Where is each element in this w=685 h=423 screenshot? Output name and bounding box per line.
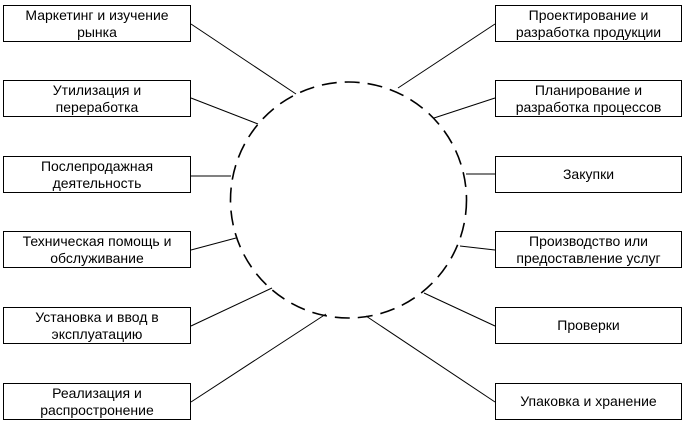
connector-right-2 <box>433 97 496 119</box>
box-distribution: Реализация и распростронение <box>3 383 191 420</box>
box-recycling: Утилизация и переработка <box>3 80 191 117</box>
connector-left-1 <box>190 23 297 95</box>
box-marketing: Маркетинг и изучение рынка <box>3 5 191 42</box>
connector-right-6 <box>365 315 496 403</box>
box-product-design: Проектирование и разработка продукции <box>495 5 682 42</box>
box-production: Производство или предоставление услуг <box>495 231 682 268</box>
box-after-sales: Послепродажная деятельность <box>3 156 191 193</box>
box-tech-support: Техническая помощь и обслуживание <box>3 231 191 268</box>
connector-left-6 <box>190 313 327 403</box>
connector-right-4 <box>459 245 496 251</box>
connector-left-4 <box>190 237 237 251</box>
dashed-circle <box>229 81 468 319</box>
box-inspection: Проверки <box>495 307 682 344</box>
box-purchasing: Закупки <box>495 156 682 193</box>
connector-left-2 <box>190 97 259 125</box>
connector-left-5 <box>190 287 273 327</box>
box-installation: Установка и ввод в эксплуатацию <box>3 307 191 344</box>
box-process-planning: Планирование и разработка процессов <box>495 80 682 117</box>
box-packaging: Упаковка и хранение <box>495 383 682 420</box>
connector-right-1 <box>397 23 496 89</box>
connector-right-5 <box>423 292 496 327</box>
